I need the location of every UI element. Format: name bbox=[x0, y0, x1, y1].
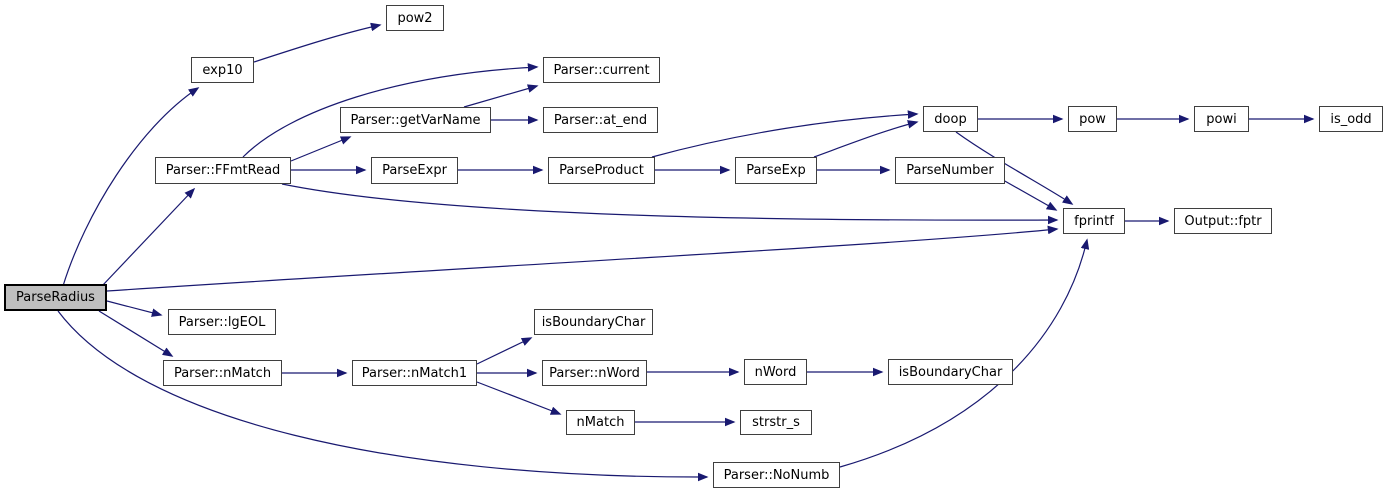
node-no_numb[interactable]: Parser::NoNumb bbox=[713, 462, 840, 488]
edge-get_var_name-to-current bbox=[463, 84, 539, 108]
node-label-parse_radius: ParseRadius bbox=[16, 290, 95, 305]
node-output_fptr[interactable]: Output::fptr bbox=[1174, 208, 1272, 234]
node-doop[interactable]: doop bbox=[923, 106, 978, 132]
node-label-parse_exp: ParseExp bbox=[746, 163, 806, 178]
node-nmatch[interactable]: nMatch bbox=[566, 410, 635, 435]
edge-parse_product-to-doop bbox=[651, 110, 919, 158]
edge-no_numb-to-fprintf bbox=[839, 238, 1090, 468]
node-parse_number[interactable]: ParseNumber bbox=[895, 157, 1005, 184]
node-label-no_numb: Parser::NoNumb bbox=[723, 467, 830, 483]
node-label-pow2: pow2 bbox=[397, 10, 433, 26]
edge-parse_number-to-fprintf bbox=[1002, 179, 1058, 211]
edge-parse_radius-to-exp10 bbox=[62, 87, 200, 287]
node-label-is_odd: is_odd bbox=[1330, 111, 1372, 127]
edge-parse_radius-to-ffmt_read bbox=[101, 187, 196, 287]
node-current[interactable]: Parser::current bbox=[543, 57, 660, 83]
node-pow2[interactable]: pow2 bbox=[386, 5, 444, 31]
node-parse_expr[interactable]: ParseExpr bbox=[371, 157, 458, 184]
node-p_nmatch1[interactable]: Parser::nMatch1 bbox=[352, 360, 477, 386]
node-label-output_fptr: Output::fptr bbox=[1184, 213, 1262, 229]
node-at_end[interactable]: Parser::at_end bbox=[543, 107, 658, 133]
node-exp10[interactable]: exp10 bbox=[191, 57, 254, 83]
node-p_nmatch[interactable]: Parser::nMatch bbox=[163, 360, 282, 386]
edge-doop-to-fprintf bbox=[955, 131, 1074, 205]
edge-parse_radius-to-lg_eol bbox=[106, 300, 163, 317]
node-pow[interactable]: pow bbox=[1068, 106, 1117, 132]
node-get_var_name[interactable]: Parser::getVarName bbox=[340, 107, 491, 133]
node-label-powi: powi bbox=[1206, 111, 1237, 127]
node-label-doop: doop bbox=[934, 111, 967, 127]
node-label-parse_expr: ParseExpr bbox=[382, 163, 447, 178]
node-label-nmatch: nMatch bbox=[576, 415, 625, 430]
node-label-p_nword: Parser::nWord bbox=[549, 365, 640, 381]
node-label-exp10: exp10 bbox=[202, 62, 243, 78]
edge-ffmt_read-to-get_var_name bbox=[290, 136, 352, 162]
node-label-current: Parser::current bbox=[553, 62, 650, 78]
node-label-parse_number: ParseNumber bbox=[906, 163, 994, 178]
node-lg_eol[interactable]: Parser::lgEOL bbox=[168, 309, 276, 335]
node-label-parse_product: ParseProduct bbox=[559, 163, 644, 178]
node-label-is_boundary_char_2: isBoundaryChar bbox=[898, 364, 1003, 380]
node-label-at_end: Parser::at_end bbox=[553, 112, 648, 128]
node-nword[interactable]: nWord bbox=[744, 359, 807, 385]
edges-group bbox=[57, 22, 1315, 482]
node-p_nword[interactable]: Parser::nWord bbox=[542, 360, 647, 386]
edge-parse_radius-to-no_numb bbox=[57, 310, 709, 482]
node-powi[interactable]: powi bbox=[1194, 106, 1249, 132]
node-parse_radius[interactable]: ParseRadius bbox=[4, 284, 107, 311]
node-strstr_s[interactable]: strstr_s bbox=[740, 410, 812, 435]
node-label-pow: pow bbox=[1079, 111, 1106, 127]
edge-p_nmatch1-to-nmatch bbox=[476, 381, 562, 415]
node-is_odd[interactable]: is_odd bbox=[1319, 106, 1383, 132]
node-parse_exp[interactable]: ParseExp bbox=[735, 157, 817, 184]
node-label-get_var_name: Parser::getVarName bbox=[350, 112, 481, 128]
node-is_boundary_char_2[interactable]: isBoundaryChar bbox=[888, 359, 1013, 385]
node-label-is_boundary_char_1: isBoundaryChar bbox=[541, 314, 646, 330]
node-parse_product[interactable]: ParseProduct bbox=[548, 157, 655, 184]
edge-ffmt_read-to-fprintf bbox=[281, 183, 1059, 225]
edge-parse_radius-to-fprintf bbox=[106, 225, 1059, 292]
node-label-lg_eol: Parser::lgEOL bbox=[178, 314, 266, 330]
node-label-fprintf: fprintf bbox=[1074, 213, 1114, 229]
node-ffmt_read[interactable]: Parser::FFmtRead bbox=[155, 157, 291, 184]
node-fprintf[interactable]: fprintf bbox=[1063, 208, 1125, 234]
edge-parse_radius-to-p_nmatch bbox=[98, 310, 174, 357]
node-label-p_nmatch: Parser::nMatch bbox=[173, 365, 272, 381]
node-is_boundary_char_1[interactable]: isBoundaryChar bbox=[534, 309, 653, 335]
node-label-nword: nWord bbox=[754, 364, 797, 380]
node-label-ffmt_read: Parser::FFmtRead bbox=[165, 163, 281, 178]
edge-exp10-to-pow2 bbox=[253, 22, 382, 63]
edge-ffmt_read-to-current bbox=[242, 63, 539, 158]
edge-p_nmatch1-to-is_boundary_char_1 bbox=[476, 337, 533, 365]
edge-parse_exp-to-doop bbox=[813, 120, 919, 158]
node-label-strstr_s: strstr_s bbox=[752, 415, 800, 430]
node-label-p_nmatch1: Parser::nMatch1 bbox=[361, 365, 468, 381]
